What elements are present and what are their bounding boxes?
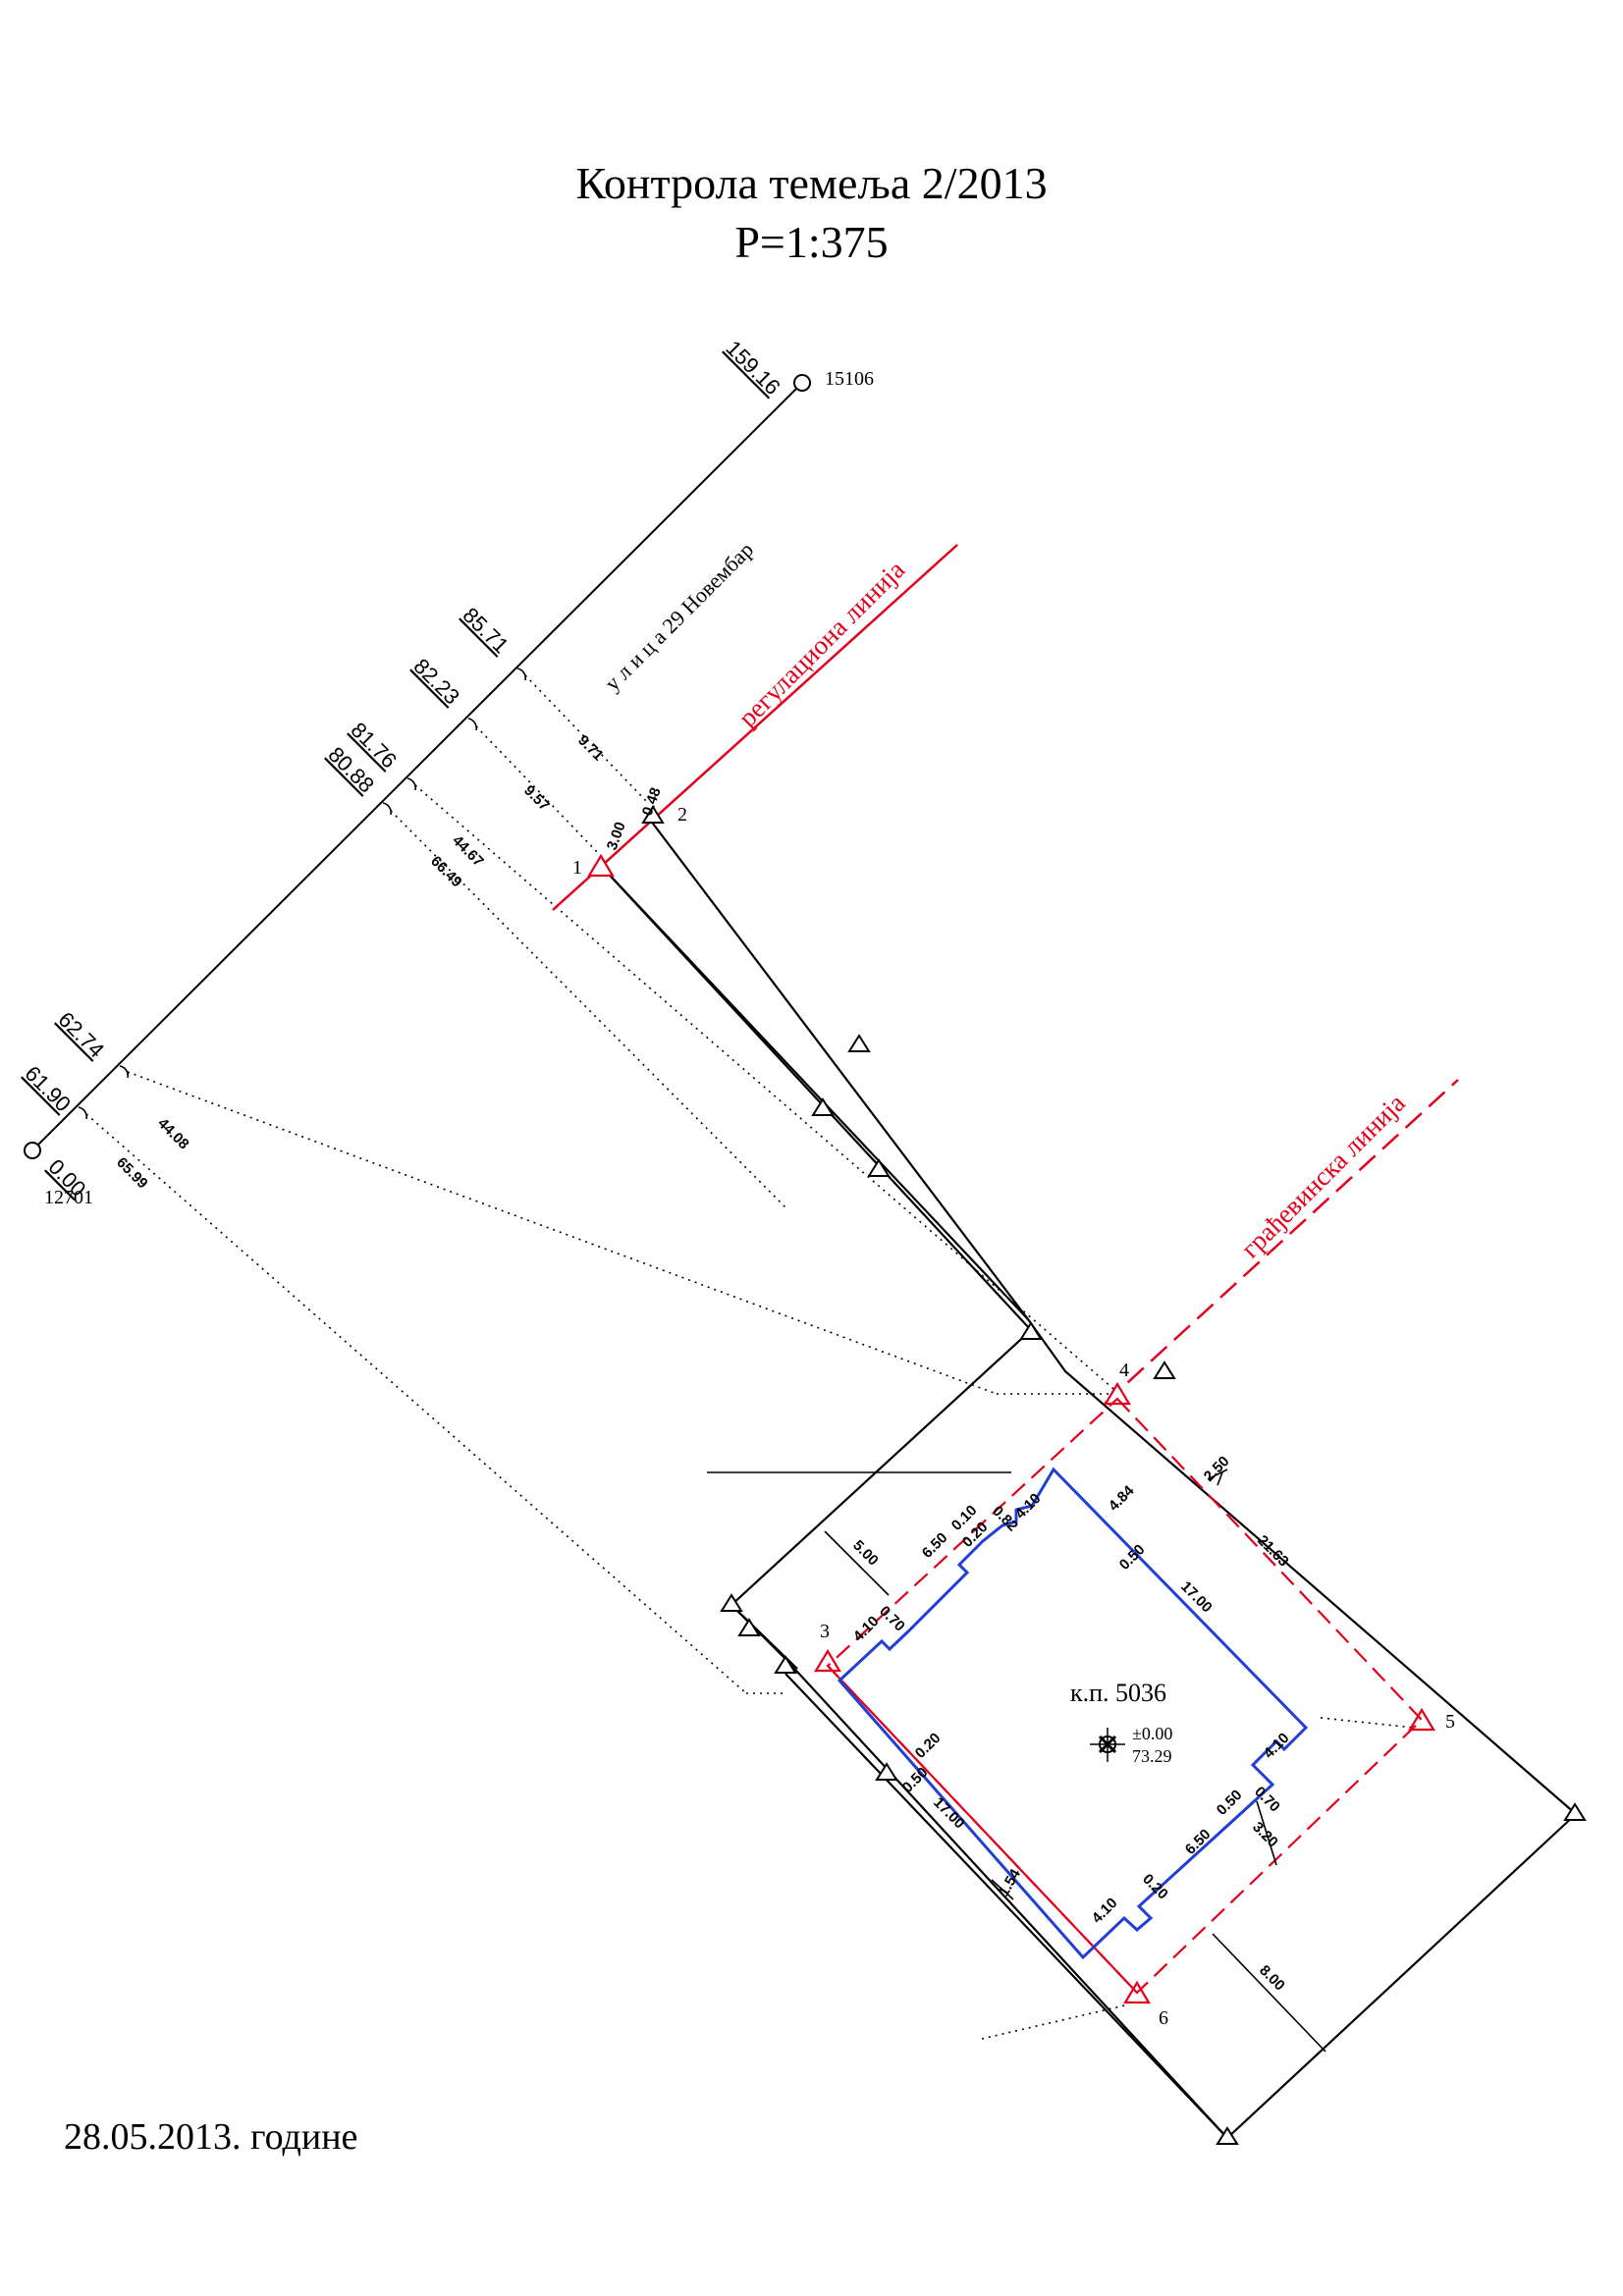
dim-0-50-a: 0.50: [1116, 1541, 1149, 1574]
dim-2-50: 2.50: [1201, 1453, 1233, 1485]
dim-0-20-x: 0.20: [1139, 1871, 1171, 1903]
chainage-1: 61.90: [20, 1061, 76, 1117]
dim-5-00: 5.00: [849, 1537, 882, 1570]
dim-17-00-a: 17.00: [1177, 1578, 1216, 1617]
drawing-date: 28.05.2013. године: [64, 2116, 358, 2158]
chainage-2: 62.74: [53, 1007, 109, 1063]
station-label-bottom: 12701: [44, 1187, 93, 1208]
survey-triangles: [641, 805, 1587, 2145]
dim-1-54: 1.54: [996, 1866, 1025, 1899]
regulation-line: [552, 544, 958, 911]
elevation-value: 73.29: [1132, 1746, 1172, 1766]
point-triangles: [587, 853, 1435, 2004]
right-angle-marks: [78, 667, 527, 1120]
chainage-labels: 0.00 61.90 62.74 80.88 81.76 82.23 85.71…: [20, 336, 784, 1201]
offset-values: 9.71 9.57 44.67 66.49 44.08 65.99: [113, 732, 607, 1193]
point-5: 5: [1445, 1711, 1455, 1733]
dim-0-20-b: 0.20: [912, 1730, 945, 1762]
elevation-mark: [1090, 1728, 1125, 1762]
building-line: [1104, 1079, 1459, 1405]
point-1: 1: [572, 857, 582, 879]
offset-3: 66.49: [427, 853, 465, 891]
point-labels: 1 2 3 4 5 6: [572, 804, 1455, 2029]
dim-17-00-b: 17.00: [930, 1794, 968, 1833]
station-marker-top: [793, 374, 811, 392]
offset-5: 65.99: [113, 1154, 151, 1193]
offset-4: 44.08: [154, 1115, 192, 1153]
point-3: 3: [820, 1621, 830, 1642]
baseline: [31, 382, 803, 1151]
point1-dim-a: 3.00: [604, 820, 629, 852]
chainage-6: 85.71: [458, 603, 514, 659]
drawing-title: Контрола темеља 2/2013: [575, 158, 1048, 208]
chainage-5: 82.23: [408, 654, 464, 710]
elevation-zero: ±0.00: [1132, 1724, 1172, 1743]
dim-0-70-a: 0.70: [876, 1603, 908, 1635]
dimension-lines: [824, 1468, 1326, 2053]
station-marker-bottom: [24, 1142, 41, 1159]
building-outline: [837, 1467, 1309, 1960]
point-2: 2: [677, 804, 687, 826]
parcel-label: к.п. 5036: [1070, 1679, 1166, 1707]
dimension-values: 2.50 21.63 5.00 8.00 1.54 4.84 17.00 17.…: [849, 1453, 1292, 1994]
chainage-7: 159.16: [721, 336, 784, 400]
point-4: 4: [1119, 1360, 1129, 1381]
dim-4-10-c: 4.10: [1261, 1730, 1293, 1762]
dim-3-20: 3.20: [1249, 1819, 1281, 1851]
offset-lines: [85, 674, 1415, 2040]
dim-4-10-d: 4.10: [1089, 1895, 1121, 1927]
dim-0-70-b: 0.70: [1251, 1784, 1283, 1816]
regulation-line-label: регулациона линија: [732, 555, 910, 732]
dim-4-10-b: 4.10: [850, 1613, 883, 1645]
offset-1: 9.57: [520, 782, 553, 815]
dim-4-84: 4.84: [1106, 1482, 1138, 1515]
drawing-scale: P=1:375: [734, 217, 889, 267]
offset-2: 44.67: [449, 832, 487, 871]
point-6: 6: [1159, 2007, 1168, 2029]
dim-8-00: 8.00: [1256, 1962, 1288, 1995]
building-line-label: грађевинска линија: [1235, 1088, 1411, 1263]
dim-6-50-b: 6.50: [1182, 1826, 1215, 1858]
foundation-reference-solid-edge: [827, 1665, 1138, 1994]
offset-0: 9.71: [574, 732, 607, 765]
station-label-top: 15106: [825, 368, 874, 390]
